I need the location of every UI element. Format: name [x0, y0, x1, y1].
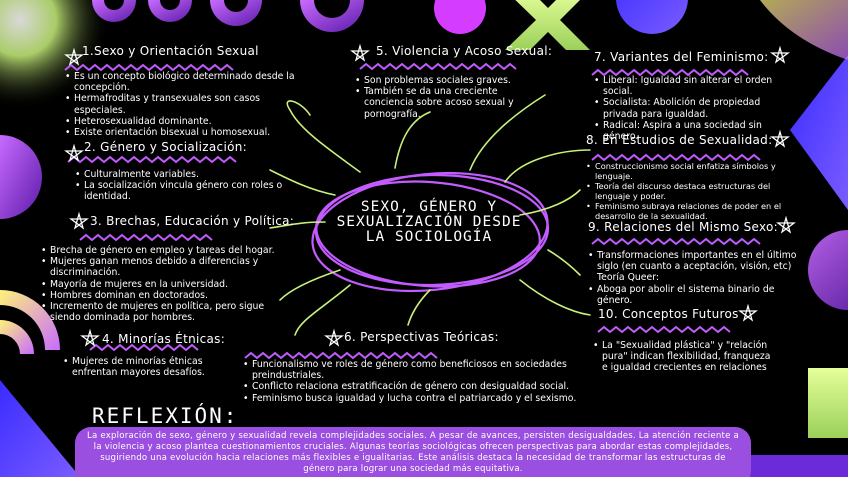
shape-top-right [760, 0, 848, 60]
section-sexo-orientacion: 1.Sexo y Orientación Sexual Es un concep… [65, 44, 297, 138]
center-title-line: SEXUALIZACIÓN DESDE [336, 214, 522, 230]
list-item: Feminismo busca igualdad y lucha contra … [243, 393, 582, 404]
triangle-right [790, 55, 848, 210]
center-title: SEXO, GÉNERO Y SEXUALIZACIÓN DESDE LA SO… [318, 200, 540, 245]
list-item: Incremento de mujeres en política, pero … [41, 301, 280, 323]
list-item: Son problemas sociales graves. [355, 75, 544, 86]
list-item: La "Sexualidad plástica" y "relación pur… [593, 340, 777, 374]
section-title: 4. Minorías Étnicas: [102, 332, 226, 346]
list-item: Conflicto relaciona estratificación de g… [243, 381, 582, 392]
arch-1 [92, 0, 136, 22]
section-title: 8. En Estudios de Sexualidad: [586, 133, 773, 147]
star-icon [69, 211, 89, 230]
list-item: Transformaciones importantes en el últim… [588, 250, 802, 284]
arc-left-2 [0, 320, 34, 354]
circle-right [808, 230, 848, 310]
list-item: Aboga por abolir el sistema binario de g… [588, 284, 802, 306]
list-item: Hermafroditas y transexuales son casos e… [65, 93, 297, 115]
arc-left-1 [0, 290, 60, 350]
star-icons [64, 43, 796, 347]
list-item: Socialista: Abolición de propiedad priva… [594, 97, 798, 119]
center-title-line: SEXO, GÉNERO Y [360, 199, 498, 215]
list-item: Radical: Aspira a una sociedad sin géner… [594, 120, 798, 142]
arch-4 [300, 0, 364, 32]
section-conceptos-futuros: 10. Conceptos Futuros La "Sexualidad plá… [593, 307, 778, 374]
zigzags [64, 62, 761, 360]
list-item: Funcionalismo ve roles de género como be… [243, 359, 582, 381]
list-item: Existe orientación bisexual u homosexual… [65, 127, 297, 138]
triangle-bottom-left [0, 380, 80, 477]
list-item: Es un concepto biológico determinado des… [65, 71, 297, 93]
star-icon [738, 303, 758, 322]
reflexion-text: La exploración de sexo, género y sexuali… [87, 431, 739, 474]
list-item: También se da una creciente conciencia s… [355, 86, 544, 120]
section-minorias: 4. Minorías Étnicas: Mujeres de minorías… [63, 332, 282, 378]
section-title: 7. Variantes del Feminismo: [594, 50, 769, 64]
arch-2 [148, 0, 192, 22]
list-item: La socialización vincula género con role… [75, 180, 284, 202]
list-item: Hombres dominan en doctorados. [41, 290, 280, 301]
section-feminismo: 7. Variantes del Feminismo: Liberal: Igu… [594, 50, 784, 142]
list-item: Liberal: Igualdad sin alterar el orden s… [594, 75, 798, 97]
list-item: Teoría del discurso destaca estructuras … [586, 181, 800, 201]
section-sexualidad: 8. En Estudios de Sexualidad: Construcci… [586, 133, 786, 221]
section-brechas: 3. Brechas, Educación y Política: Brecha… [41, 214, 295, 323]
square-bottom-right [808, 368, 848, 438]
star-icon [324, 328, 344, 347]
reflexion-heading: REFLEXIÓN: [92, 404, 239, 428]
list-item: Mayoría de mujeres en la universidad. [41, 279, 280, 290]
section-genero-socializacion: 2. Género y Socialización: Culturalmente… [75, 140, 284, 203]
reflexion-box: La exploración de sexo, género y sexuali… [75, 427, 751, 477]
list-item: Brecha de género en empleo y tareas del … [41, 245, 280, 256]
list-item: Mujeres ganan menos debido a diferencias… [41, 256, 280, 278]
x-shape [505, 0, 590, 50]
list-item: Mujeres de minorías étnicas enfrentan ma… [63, 356, 222, 378]
circle-top [434, 0, 486, 34]
section-perspectivas: 6. Perspectivas Teóricas: Funcionalismo … [243, 330, 604, 404]
star-icon [350, 43, 370, 62]
star-icon [80, 328, 100, 347]
star-icon [64, 47, 84, 66]
section-title: 10. Conceptos Futuros [598, 307, 739, 321]
half-circle-left [0, 135, 42, 219]
section-title: 6. Perspectivas Teóricas: [344, 330, 499, 344]
section-title: 2. Género y Socialización: [84, 140, 247, 154]
star-icon [770, 45, 790, 64]
center-ellipse [311, 171, 550, 293]
star-icon [64, 143, 84, 162]
section-mismo-sexo: 9. Relaciones del Mismo Sexo: Transforma… [588, 220, 796, 306]
center-title-line: LA SOCIOLOGÍA [365, 229, 493, 245]
section-title: 9. Relaciones del Mismo Sexo: [588, 220, 779, 234]
circle-blue-top [616, 0, 688, 34]
section-title: 5. Violencia y Acoso Sexual: [376, 44, 553, 58]
section-title: 1.Sexo y Orientación Sexual [82, 44, 259, 58]
list-item: Construccionismo social enfatiza símbolo… [586, 161, 800, 181]
section-title: 3. Brechas, Educación y Política: [90, 214, 295, 228]
section-violencia: 5. Violencia y Acoso Sexual: Son problem… [355, 44, 566, 120]
list-item: Culturalmente variables. [75, 169, 284, 180]
list-item: Heterosexualidad dominante. [65, 116, 297, 127]
arch-3 [210, 0, 262, 26]
list-item: Feminismo subraya relaciones de poder en… [586, 201, 800, 221]
